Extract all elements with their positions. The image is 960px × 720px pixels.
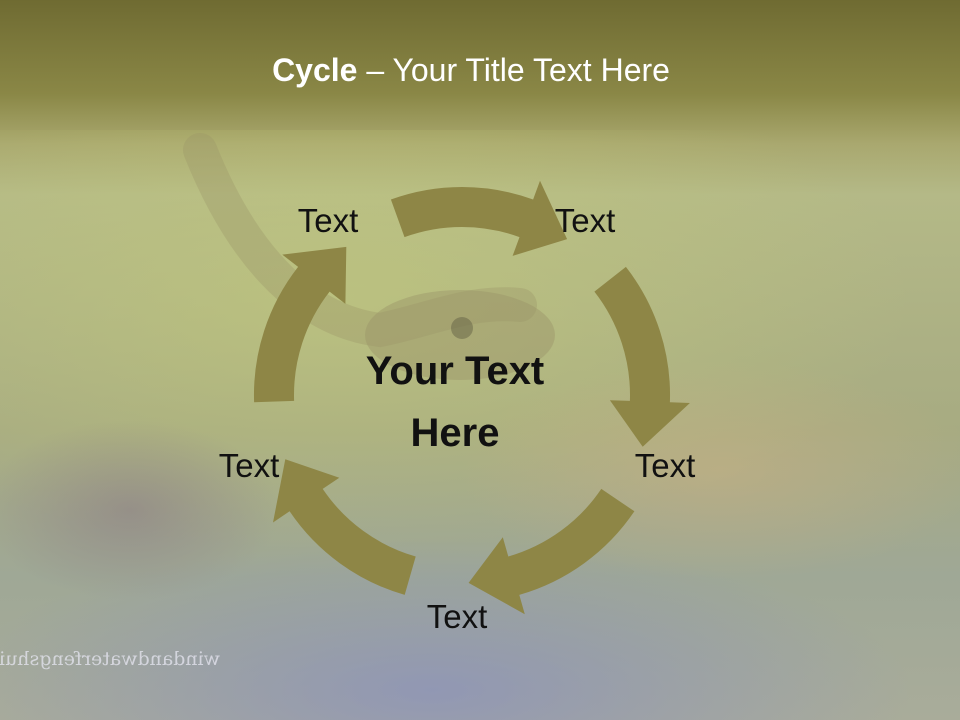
title-bold: Cycle xyxy=(272,52,358,88)
cycle-arrow xyxy=(594,266,690,447)
cycle-node-label: Text xyxy=(297,202,359,239)
cycle-arrow xyxy=(273,459,416,595)
title-rest: – Your Title Text Here xyxy=(357,52,670,88)
center-text-line: Here xyxy=(410,411,500,455)
cycle-arrow xyxy=(390,180,568,256)
cycle-node-label: Text xyxy=(554,202,616,239)
cycle-arrow xyxy=(468,488,635,615)
cycle-arrows xyxy=(253,180,690,615)
center-text: Your Text Here xyxy=(330,340,580,464)
cycle-node-label: Text xyxy=(426,598,488,635)
cycle-node-label: Text xyxy=(634,447,696,484)
watermark-text: windandwaterfengshui.c xyxy=(0,648,220,670)
cycle-node-label: Text xyxy=(218,447,280,484)
center-text-line: Your Text xyxy=(365,349,545,393)
slide-title: Cycle – Your Title Text Here xyxy=(0,52,942,89)
cycle-arrow xyxy=(253,246,347,403)
